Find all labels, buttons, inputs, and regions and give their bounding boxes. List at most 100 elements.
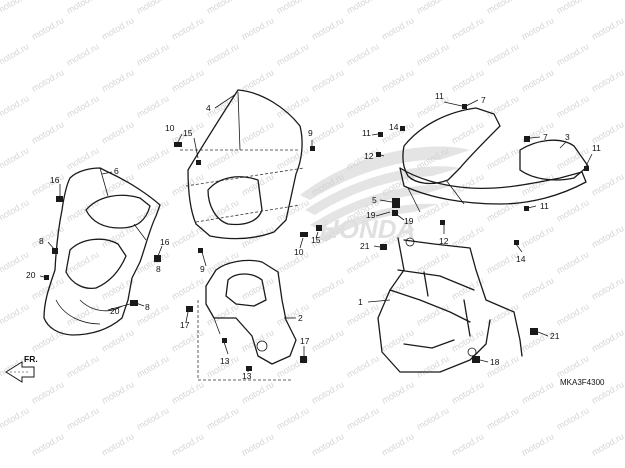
watermark-text: motod.ru bbox=[345, 249, 381, 275]
watermark-text: motod.ru bbox=[380, 431, 416, 457]
watermark-text: motod.ru bbox=[415, 405, 451, 431]
callout-11c: 11 bbox=[540, 201, 549, 211]
watermark-text: motod.ru bbox=[275, 197, 311, 223]
watermark-text: motod.ru bbox=[240, 275, 276, 301]
watermark-text: motod.ru bbox=[135, 93, 171, 119]
watermark-text: motod.ru bbox=[170, 15, 206, 41]
watermark-text: motod.ru bbox=[590, 15, 625, 41]
callout-8c: 8 bbox=[156, 264, 161, 274]
watermark-text: motod.ru bbox=[555, 197, 591, 223]
watermark-text: motod.ru bbox=[30, 119, 66, 145]
watermark-text: motod.ru bbox=[170, 327, 206, 353]
watermark-text: motod.ru bbox=[520, 431, 556, 457]
watermark-text: motod.ru bbox=[0, 0, 31, 16]
watermark-text: motod.ru bbox=[590, 431, 625, 457]
callout-17a: 17 bbox=[180, 320, 190, 330]
callout-16b: 16 bbox=[160, 237, 170, 247]
callout-12a: 12 bbox=[364, 151, 374, 161]
watermark-text: motod.ru bbox=[135, 353, 171, 379]
part-3-upper-cowl bbox=[399, 107, 589, 213]
watermark-text: motod.ru bbox=[450, 379, 486, 405]
watermark-text: motod.ru bbox=[485, 301, 521, 327]
watermark-text: motod.ru bbox=[520, 275, 556, 301]
watermark-text: motod.ru bbox=[135, 41, 171, 67]
front-arrow-label: FR. bbox=[24, 354, 38, 364]
watermark-text: motod.ru bbox=[450, 119, 486, 145]
callout-12b: 12 bbox=[439, 236, 449, 246]
watermark-text: motod.ru bbox=[415, 41, 451, 67]
watermark-text: motod.ru bbox=[170, 431, 206, 457]
watermark-text: motod.ru bbox=[240, 15, 276, 41]
callout-9a: 9 bbox=[308, 128, 313, 138]
watermark-text: motod.ru bbox=[0, 197, 31, 223]
watermark-text: motod.ru bbox=[345, 0, 381, 16]
callout-6: 6 bbox=[114, 166, 119, 176]
watermark-text: motod.ru bbox=[555, 405, 591, 431]
watermark-text: motod.ru bbox=[310, 67, 346, 93]
watermark-text: motod.ru bbox=[30, 431, 66, 457]
part-4-windscreen bbox=[180, 89, 305, 240]
callout-1: 1 bbox=[358, 297, 363, 307]
watermark-text: motod.ru bbox=[450, 431, 486, 457]
watermark-text: motod.ru bbox=[275, 0, 311, 16]
watermark-text: motod.ru bbox=[590, 119, 625, 145]
watermark-text: motod.ru bbox=[240, 379, 276, 405]
watermark-text: motod.ru bbox=[65, 405, 101, 431]
callout-17b: 17 bbox=[300, 336, 310, 346]
watermark-text: motod.ru bbox=[520, 223, 556, 249]
watermark-text: motod.ru bbox=[0, 93, 31, 119]
callout-11b: 11 bbox=[362, 128, 371, 138]
watermark-text: motod.ru bbox=[345, 405, 381, 431]
part-1-frame-stay bbox=[377, 237, 523, 373]
watermark-text: motod.ru bbox=[205, 145, 241, 171]
watermark-text: motod.ru bbox=[170, 275, 206, 301]
watermark-text: motod.ru bbox=[590, 171, 625, 197]
watermark-text: motod.ru bbox=[30, 379, 66, 405]
watermark-text: motod.ru bbox=[555, 249, 591, 275]
watermark-text: motod.ru bbox=[240, 327, 276, 353]
callout-13a: 13 bbox=[220, 356, 230, 366]
callout-19b: 19 bbox=[404, 216, 414, 226]
callout-15b: 15 bbox=[311, 235, 321, 245]
watermark-text: motod.ru bbox=[520, 379, 556, 405]
watermark-text: motod.ru bbox=[0, 405, 31, 431]
watermark-text: motod.ru bbox=[205, 197, 241, 223]
watermark-text: motod.ru bbox=[485, 0, 521, 16]
watermark-text: motod.ru bbox=[345, 93, 381, 119]
watermark-text: motod.ru bbox=[520, 67, 556, 93]
callout-20b: 20 bbox=[110, 306, 120, 316]
honda-wing-logo bbox=[300, 146, 470, 242]
callout-21a: 21 bbox=[360, 241, 370, 251]
watermark-text: motod.ru bbox=[520, 15, 556, 41]
callout-4: 4 bbox=[206, 103, 211, 113]
callout-20a: 20 bbox=[26, 270, 36, 280]
callout-10b: 10 bbox=[294, 247, 304, 257]
watermark-text: motod.ru bbox=[310, 431, 346, 457]
watermark-text: motod.ru bbox=[485, 145, 521, 171]
watermark-text: motod.ru bbox=[555, 301, 591, 327]
callout-8a: 8 bbox=[145, 302, 150, 312]
callout-labels: 1 2 3 4 5 6 7 7 8 8 8 9 9 10 10 11 11 11… bbox=[26, 91, 601, 381]
callout-11d: 11 bbox=[592, 143, 601, 153]
watermark-text: motod.ru bbox=[135, 405, 171, 431]
watermark-text: motod.ru bbox=[100, 67, 136, 93]
watermark-text: motod.ru bbox=[240, 67, 276, 93]
watermark-text: motod.ru bbox=[345, 41, 381, 67]
watermark-text: motod.ru bbox=[240, 119, 276, 145]
watermark-text: motod.ru bbox=[205, 249, 241, 275]
watermark-text: motod.ru bbox=[135, 0, 171, 16]
watermark-text: motod.ru bbox=[450, 275, 486, 301]
watermark-text: motod.ru bbox=[65, 0, 101, 16]
watermark-text: motod.ru bbox=[240, 431, 276, 457]
watermark-text: motod.ru bbox=[590, 67, 625, 93]
watermark-text: motod.ru bbox=[590, 327, 625, 353]
callout-19a: 19 bbox=[366, 210, 376, 220]
watermark-text: motod.ru bbox=[100, 379, 136, 405]
watermark-text: motod.ru bbox=[275, 145, 311, 171]
watermark-text: motod.ru bbox=[65, 93, 101, 119]
callout-16a: 16 bbox=[50, 175, 60, 185]
watermark-text: motod.ru bbox=[415, 0, 451, 16]
watermark-text: motod.ru bbox=[415, 249, 451, 275]
